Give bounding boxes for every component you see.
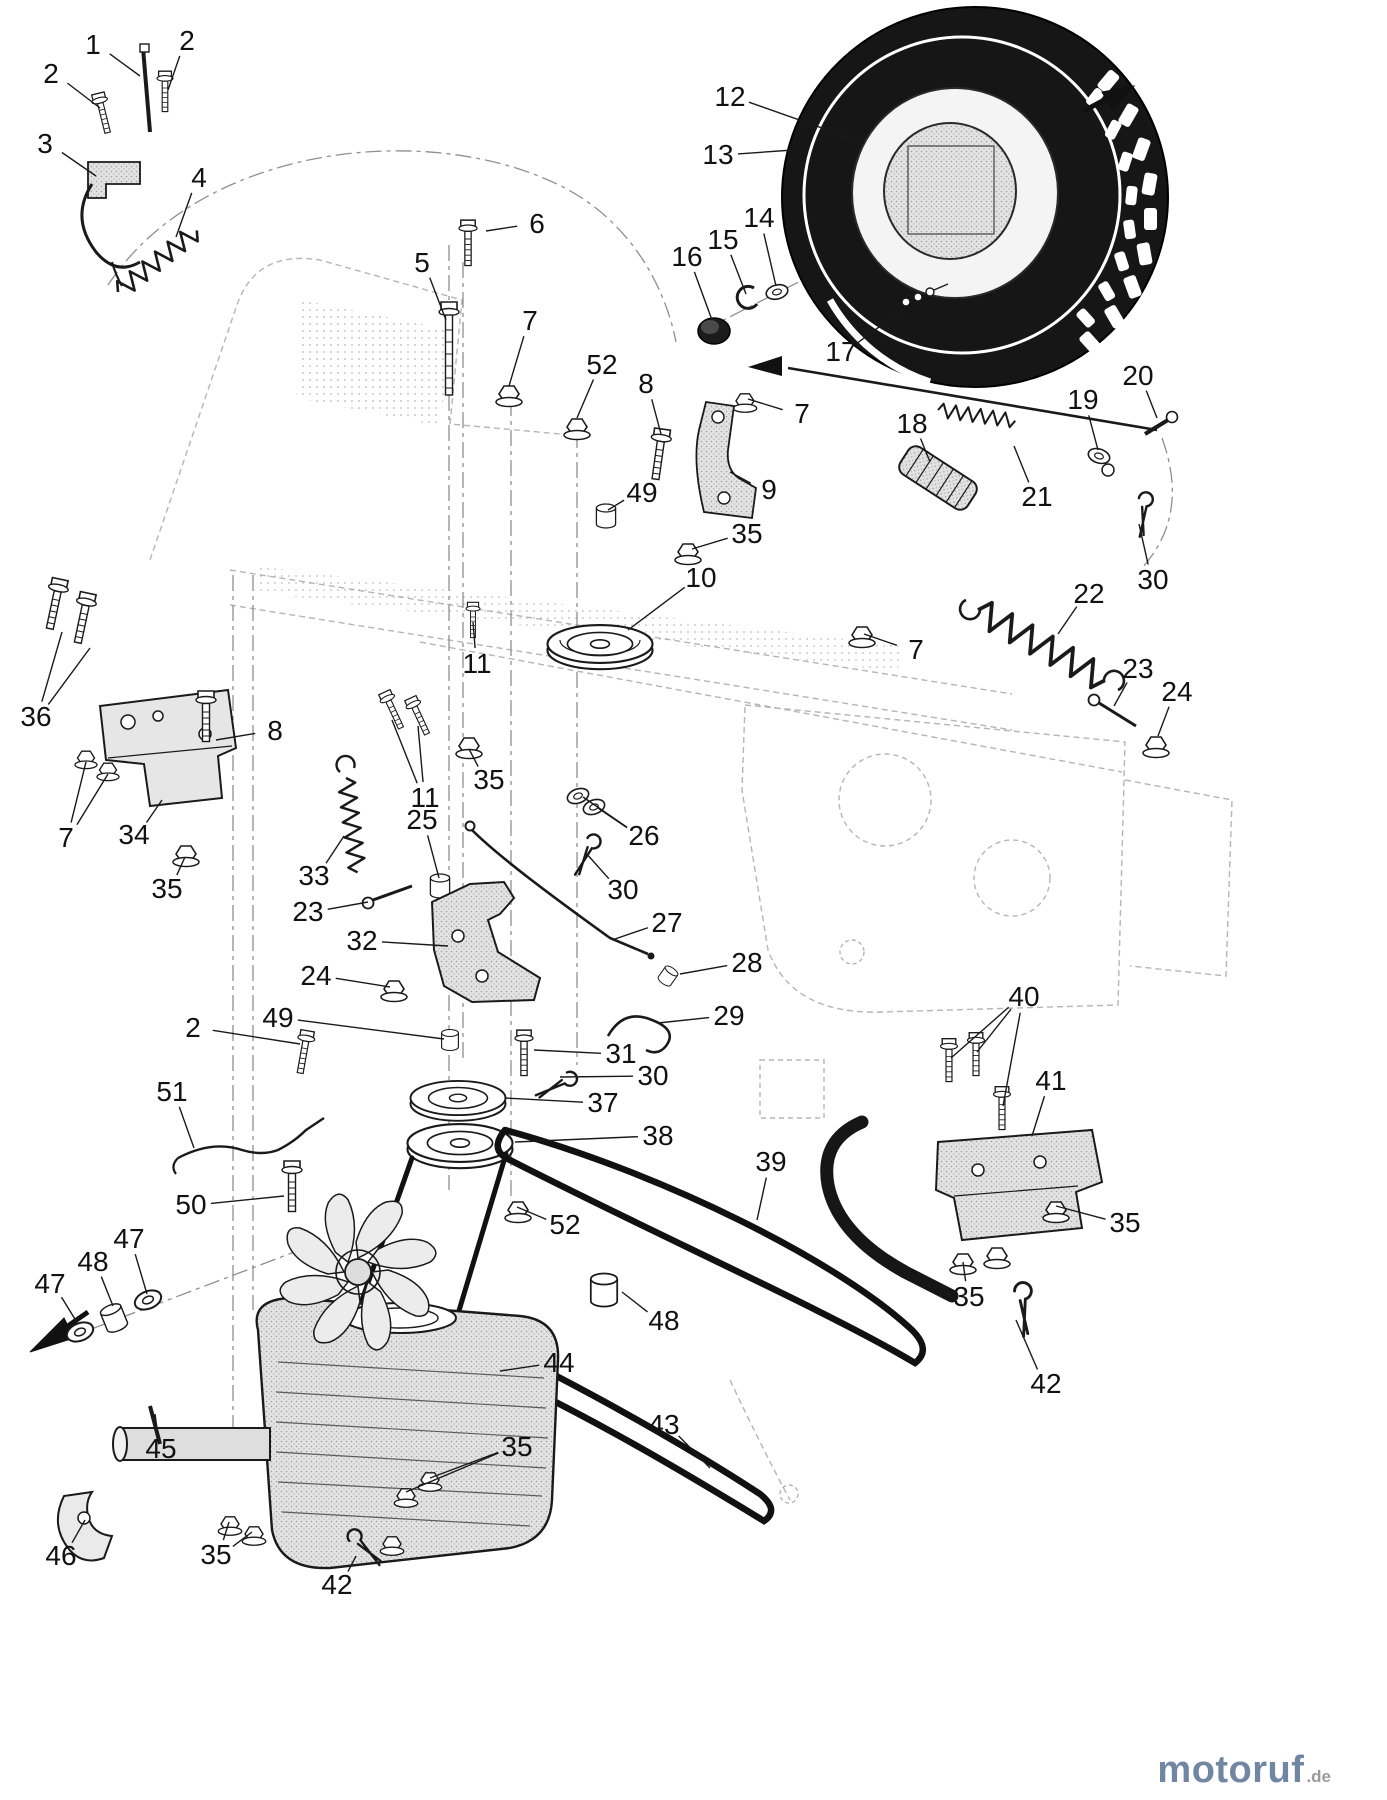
clip-29	[606, 1015, 671, 1054]
rod-27-eye	[464, 820, 476, 832]
washer-14	[763, 281, 791, 303]
long-bolts-5-6	[438, 219, 478, 396]
stack-pulleys-37-38	[406, 1079, 514, 1170]
rod-51	[177, 1117, 325, 1160]
flange-nut-52	[504, 1201, 532, 1224]
rod-27	[471, 829, 649, 956]
flange-nut-35	[217, 1516, 243, 1536]
left-bracket-34-group	[39, 576, 238, 868]
brake-rod-group	[787, 366, 1179, 540]
bolt-40	[992, 1085, 1012, 1131]
leader-lines	[41, 53, 1170, 1572]
washer-19	[1085, 445, 1113, 467]
rod-spring	[936, 402, 1018, 429]
rod-insert-arrow	[748, 356, 782, 376]
grip-18	[898, 445, 978, 511]
bolt-2	[291, 1028, 317, 1076]
bolt-2	[89, 90, 117, 136]
belt-guide	[820, 1115, 959, 1303]
flange-nut-24	[1142, 736, 1170, 759]
tension-spring-22-group	[958, 596, 1170, 759]
cotter-pin-42	[1005, 1279, 1038, 1339]
flange-nut-35	[172, 845, 200, 868]
logo-motoruf[interactable]: motoruf.de	[1157, 1749, 1331, 1792]
center-linkage-group	[172, 688, 680, 1308]
rear-wheel-tire	[781, 6, 1169, 388]
bolt-6	[458, 219, 478, 267]
bolt-2	[156, 70, 174, 113]
bushing-28	[656, 963, 680, 989]
flange-nut-7	[74, 750, 98, 770]
tire-tread	[1076, 69, 1158, 354]
upper-middle-fasteners	[465, 385, 876, 649]
direction-arrow-top-right	[1080, 85, 1136, 115]
pin-45	[148, 1405, 162, 1445]
bolt-50	[281, 1160, 303, 1213]
bolt-36	[67, 590, 99, 646]
cotter-pin-30	[563, 830, 608, 878]
belt-39	[494, 1126, 926, 1367]
bolt-40	[939, 1037, 959, 1083]
bolt-40	[966, 1031, 986, 1077]
bracket-41	[934, 1128, 1104, 1242]
screw-11	[376, 688, 409, 732]
bolt-5	[444, 314, 454, 396]
flange-nut-35	[983, 1247, 1011, 1270]
bracket-9	[695, 400, 757, 520]
flange-nut-35	[455, 737, 483, 760]
flange-nut-7	[495, 385, 523, 408]
flange-nut-52	[563, 418, 591, 441]
washer-47	[130, 1285, 166, 1315]
link-23	[1087, 693, 1101, 707]
valve-stem	[901, 283, 949, 307]
logo-brand: motoruf	[1157, 1749, 1305, 1791]
idler-pulley-10	[546, 624, 654, 671]
cotter-pin-30	[531, 1068, 581, 1100]
e-ring-15	[735, 284, 759, 310]
pulley-37	[409, 1079, 507, 1122]
cotter-pin-30	[1125, 489, 1159, 540]
cable-end-20	[1143, 418, 1170, 436]
right-bracket-41-group	[820, 1031, 1104, 1339]
bracket-46	[57, 1490, 114, 1562]
bolt-31	[514, 1029, 534, 1077]
spacer-49	[441, 1028, 459, 1052]
flange-nut-24	[380, 980, 408, 1003]
screw-11	[465, 601, 481, 639]
transaxle-body	[255, 1296, 560, 1570]
flange-nut-7	[96, 762, 120, 782]
bolt-8	[644, 426, 674, 482]
flange-nut-7	[848, 626, 876, 649]
logo-tld: .de	[1306, 1767, 1331, 1786]
spacer-48	[589, 1272, 619, 1308]
spacer-48	[98, 1300, 130, 1336]
spring-22	[969, 596, 1114, 694]
hanger-bracket-group	[80, 43, 204, 301]
bracket-3	[87, 161, 141, 199]
bracket-32	[430, 880, 542, 1004]
hub-hardware	[697, 281, 791, 345]
bolt-36	[39, 576, 71, 632]
spring-33	[336, 775, 368, 875]
axle-shaft	[112, 1405, 271, 1462]
cooling-fan	[275, 1189, 441, 1355]
transaxle-44-group	[57, 1189, 560, 1574]
flange-nut-7	[732, 393, 758, 413]
spring-4	[111, 222, 204, 301]
